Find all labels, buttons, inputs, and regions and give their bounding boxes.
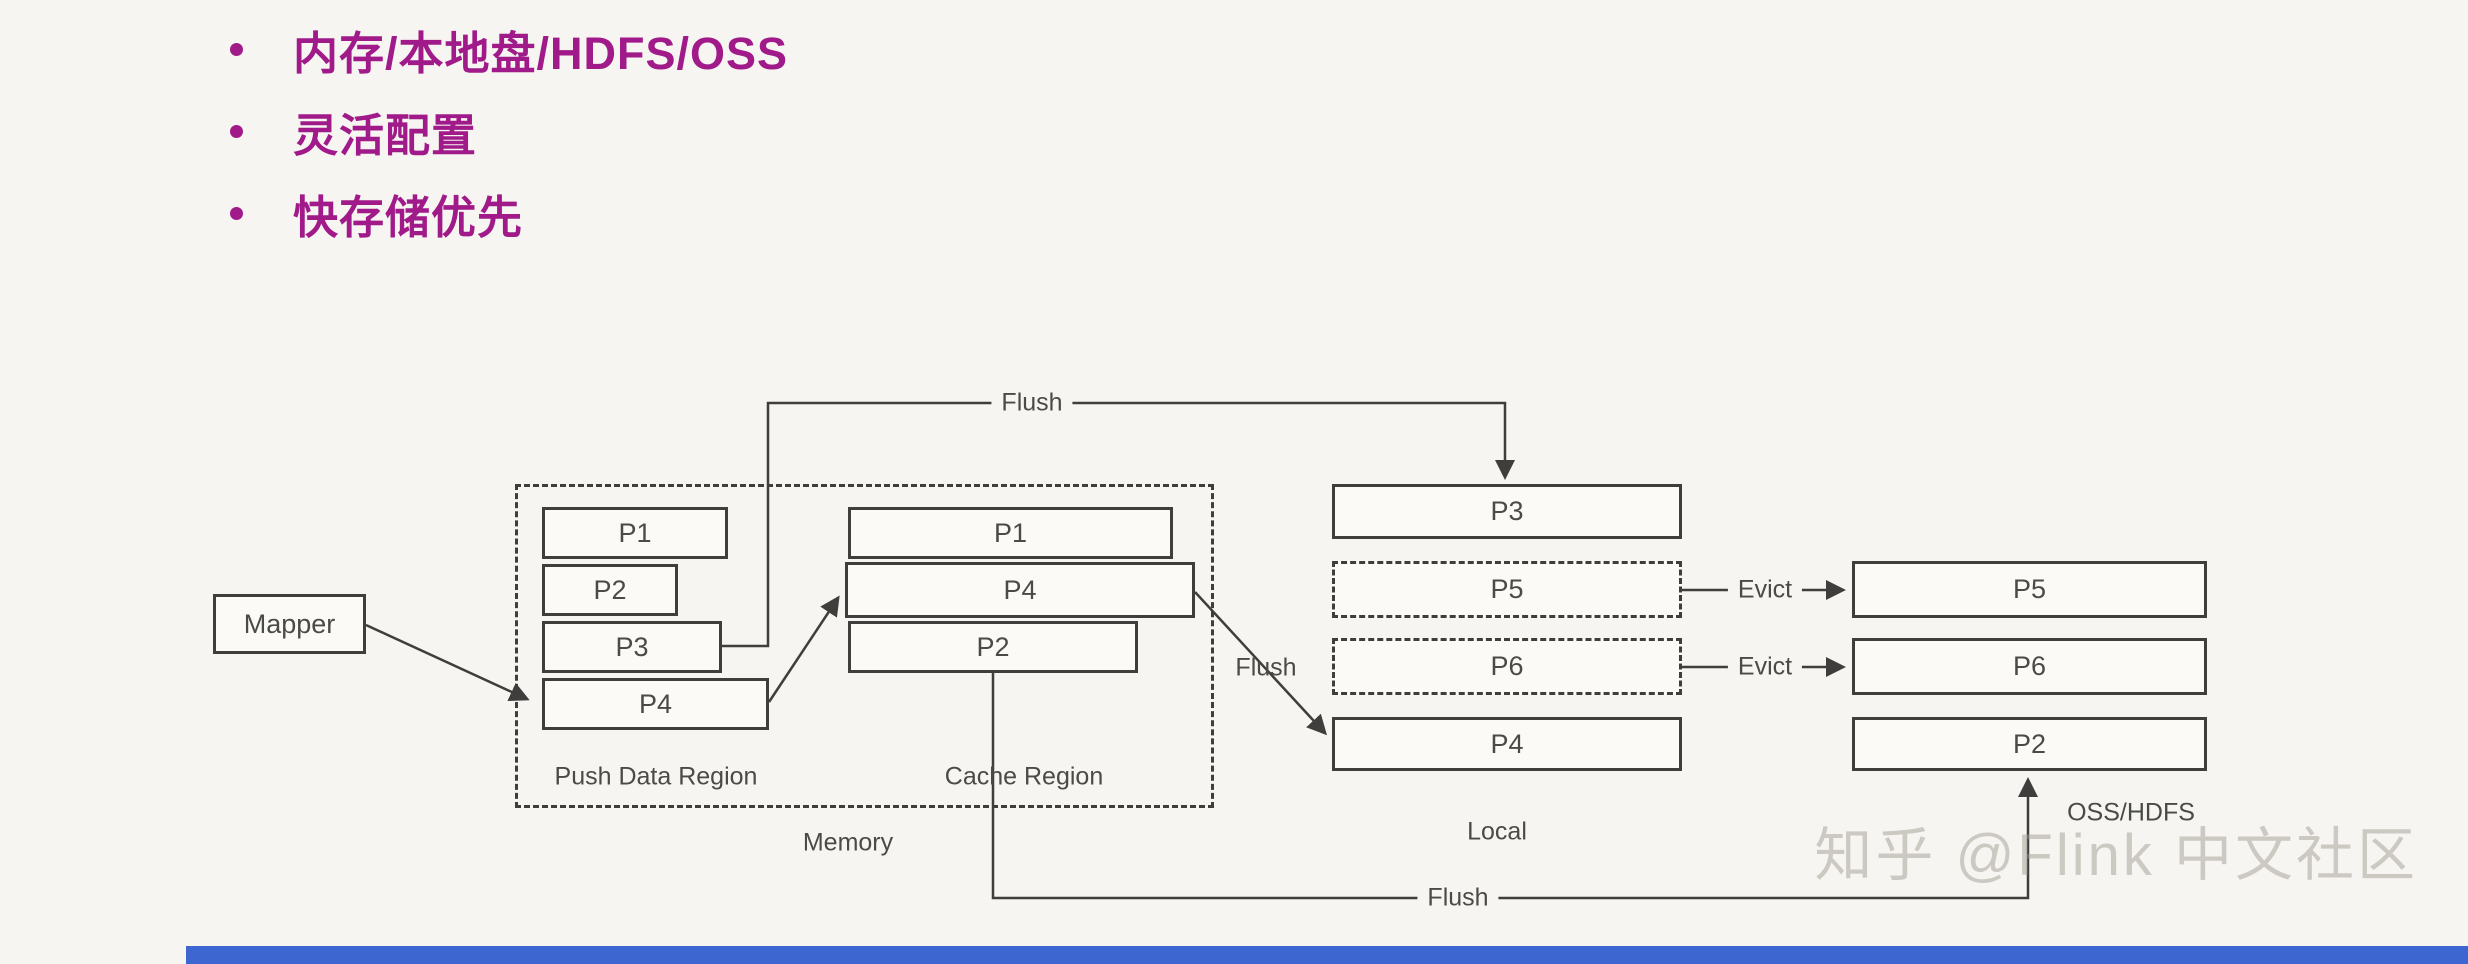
cache-partition-box: P1 <box>848 507 1173 559</box>
bullet-text: 内存/本地盘/HDFS/OSS <box>293 27 789 79</box>
bullet-item: 快存储优先 <box>230 172 788 254</box>
cache-region-label: Cache Region <box>944 762 1104 791</box>
memory-label: Memory <box>802 828 894 857</box>
evict-label-p5: Evict <box>1727 575 1803 605</box>
oss-hdfs-label: OSS/HDFS <box>2067 798 2195 827</box>
bullet-text: 灵活配置 <box>293 109 478 161</box>
cache-partition-box: P2 <box>848 621 1138 673</box>
push-to-cache-arrow <box>767 595 840 703</box>
local-partition-box: P3 <box>1332 484 1682 539</box>
flush-bottom-arrow <box>991 673 2038 900</box>
local-partition-box: P5 <box>1332 561 1682 618</box>
local-label: Local <box>1467 817 1527 846</box>
remote-partition-box: P6 <box>1852 638 2207 695</box>
cache-partition-box: P4 <box>845 562 1195 618</box>
local-partition-box: P4 <box>1332 717 1682 771</box>
bullet-dot <box>230 42 243 56</box>
local-partition-box: P6 <box>1332 638 1682 695</box>
remote-partition-box: P2 <box>1852 717 2207 771</box>
bullet-dot <box>230 206 243 220</box>
evict-label-p6: Evict <box>1727 652 1803 682</box>
push-region-label: Push Data Region <box>554 762 758 791</box>
bullet-dot <box>230 124 243 138</box>
mapper-to-push-arrow <box>365 623 530 701</box>
bullet-text: 快存储优先 <box>293 191 524 243</box>
footer-accent-bar <box>186 946 2468 964</box>
watermark: 知乎 @Flink 中文社区 <box>1814 823 2418 888</box>
memory-container <box>515 484 1214 808</box>
bullet-item: 内存/本地盘/HDFS/OSS <box>230 8 788 90</box>
flush-label-top: Flush <box>991 388 1073 418</box>
feature-bullets: 内存/本地盘/HDFS/OSS 灵活配置 快存储优先 <box>230 8 788 254</box>
push-partition-box: P2 <box>542 564 678 616</box>
flush-top-arrow <box>722 401 1515 648</box>
flush-label-bottom: Flush <box>1417 883 1499 913</box>
flush-mid-arrow <box>1194 591 1328 736</box>
remote-partition-box: P5 <box>1852 561 2207 618</box>
push-partition-box: P1 <box>542 507 728 559</box>
flush-label-mid: Flush <box>1235 653 1297 682</box>
bullet-item: 灵活配置 <box>230 90 788 172</box>
push-partition-box: P4 <box>542 678 769 730</box>
mapper-box: Mapper <box>213 594 366 654</box>
push-partition-box: P3 <box>542 621 722 673</box>
